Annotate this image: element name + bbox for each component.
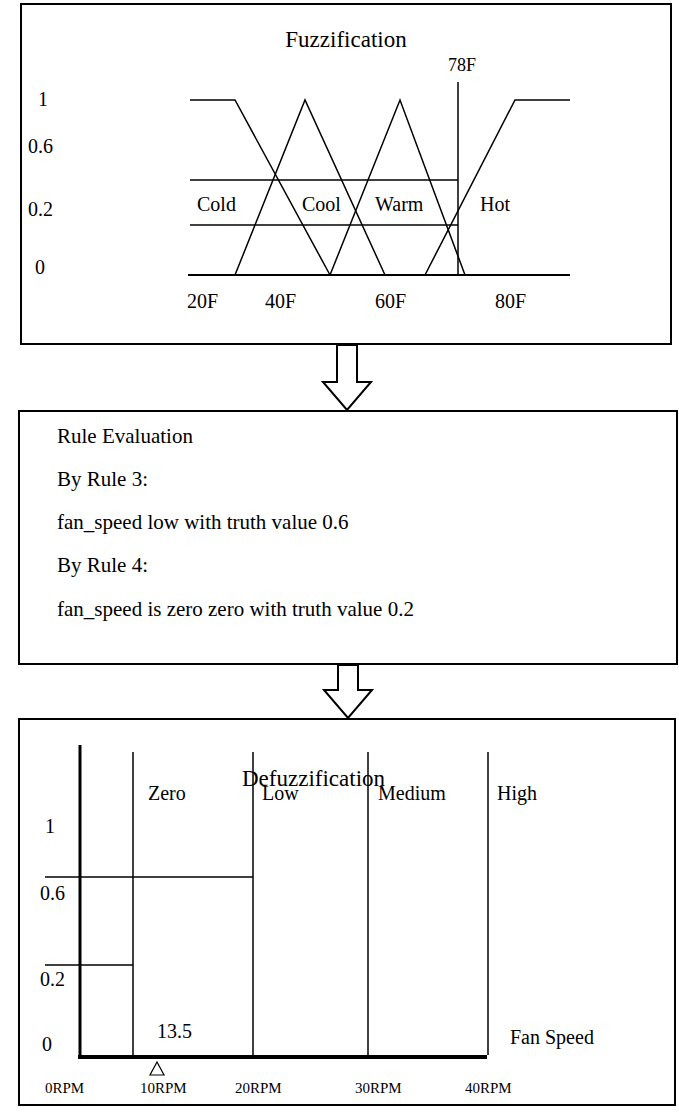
axis-value: 0.2 (40, 968, 65, 990)
set-name: Cool (302, 193, 341, 215)
stage-title: Fuzzification (22, 27, 670, 53)
x-axis (188, 274, 570, 276)
stage-title: Rule Evaluation (57, 424, 676, 448)
set-name: Low (262, 782, 299, 804)
axis-tick: 30RPM (355, 1080, 402, 1097)
stage-box: Fuzzification (20, 3, 672, 345)
level-line (190, 179, 458, 181)
cold-curve (190, 100, 330, 275)
axis-tick: 20RPM (235, 1080, 282, 1097)
marker-label: 78F (448, 56, 476, 76)
output-sets (45, 745, 488, 1075)
axis-tick: 60F (375, 290, 406, 312)
set-name: Zero (148, 782, 186, 804)
warm-curve (330, 100, 465, 275)
set-boundary (487, 752, 489, 1055)
axis-tick: 10RPM (140, 1080, 187, 1097)
level-line (190, 224, 458, 226)
axis-value: 0.6 (40, 882, 65, 904)
input-marker-line (457, 82, 459, 275)
set-boundary (367, 752, 369, 1055)
rule-line: By Rule 4: (57, 553, 676, 577)
stage-box: Rule Evaluation By Rule 3: fan_speed low w… (18, 410, 678, 665)
set-name: Warm (375, 193, 423, 215)
axis-tick: 0RPM (45, 1080, 84, 1097)
result-value: 13.5 (157, 1020, 192, 1042)
axis-value: 0.6 (28, 135, 53, 157)
set-name: Medium (378, 782, 446, 804)
level-line (45, 876, 253, 878)
rule-line: fan_speed is zero zero with truth value … (57, 597, 676, 621)
axis-value: 0 (42, 1033, 52, 1055)
membership-functions (188, 82, 570, 275)
rule-line: fan_speed low with truth value 0.6 (57, 510, 676, 534)
axis-tick: 40F (265, 290, 296, 312)
hollow-arrow (324, 665, 372, 718)
y-axis (79, 745, 82, 1058)
hot-curve (425, 100, 570, 275)
stage-title: Defuzzification (242, 766, 674, 792)
axis-value: 1 (38, 88, 48, 110)
axis-value: 1 (45, 815, 55, 837)
x-axis (78, 1055, 487, 1059)
axis-value: 0 (35, 256, 45, 278)
axis-tick: 40RPM (465, 1080, 512, 1097)
rule-line: By Rule 3: (57, 467, 676, 491)
axis-tick: 80F (495, 290, 526, 312)
cool-curve (235, 100, 385, 275)
set-name: Hot (480, 193, 510, 215)
axis-tick: 20F (187, 290, 218, 312)
set-name: Cold (197, 193, 236, 215)
set-boundary (252, 752, 254, 1055)
set-boundary (132, 752, 134, 1055)
level-line (45, 964, 133, 966)
set-name: High (497, 782, 537, 804)
hollow-arrow (323, 345, 371, 410)
axis-value: 0.2 (28, 198, 53, 220)
axis-title: Fan Speed (510, 1026, 594, 1048)
centroid-marker (150, 1062, 164, 1075)
